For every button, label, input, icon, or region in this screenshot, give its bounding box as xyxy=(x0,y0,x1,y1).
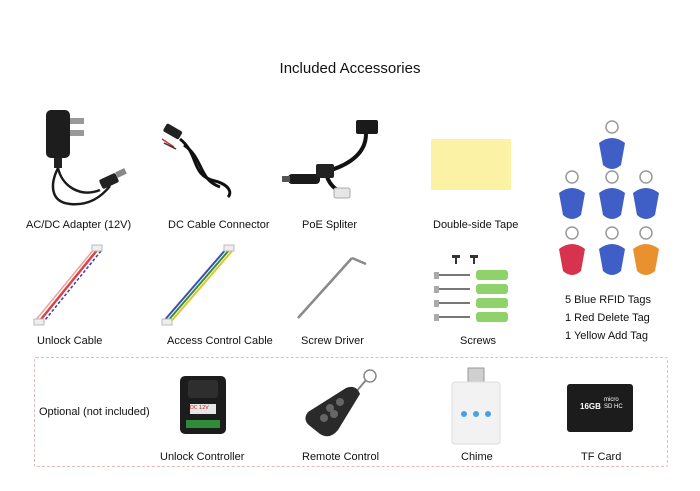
tf-card-image xyxy=(567,384,633,432)
rfid-blue-tags-text: 5 Blue RFID Tags xyxy=(565,294,652,306)
rfid-tags-image xyxy=(559,120,659,275)
dc-cable-connector-label: DC Cable Connector xyxy=(168,219,270,231)
double-side-tape-image xyxy=(431,139,511,190)
access-control-cable-label: Access Control Cable xyxy=(167,335,273,347)
chime-label: Chime xyxy=(461,451,493,463)
poe-splitter-label: PoE Spliter xyxy=(302,219,358,231)
optional-accessories-box xyxy=(34,357,668,467)
rfid-red-tag-text: 1 Red Delete Tag xyxy=(565,312,650,324)
tf-card-brand: micro SD HC xyxy=(604,397,623,410)
dc-cable-connector-image xyxy=(161,123,232,199)
screw-driver-label: Screw Driver xyxy=(301,335,364,347)
poe-splitter-image xyxy=(282,120,378,199)
controller-sticker-text: DC 12V xyxy=(190,405,209,411)
unlock-controller-label: Unlock Controller xyxy=(160,451,245,463)
page-title: Included Accessories xyxy=(279,60,421,77)
ac-dc-adapter-image xyxy=(46,110,127,206)
tf-card-label: TF Card xyxy=(581,451,622,463)
double-side-tape-label: Double-side Tape xyxy=(433,219,519,231)
remote-control-label: Remote Control xyxy=(302,451,380,463)
tf-card-capacity: 16GB xyxy=(580,402,601,411)
rfid-tags-description: 5 Blue RFID Tags 1 Red Delete Tag 1 Yell… xyxy=(565,291,651,345)
chime-image xyxy=(451,367,501,445)
rfid-yellow-tag-text: 1 Yellow Add Tag xyxy=(565,330,648,342)
unlock-cable-image xyxy=(33,244,103,326)
ac-dc-adapter-label: AC/DC Adapter (12V) xyxy=(26,219,132,231)
optional-label: Optional (not included) xyxy=(39,406,150,418)
screw-driver-image xyxy=(297,256,367,319)
unlock-controller-image xyxy=(180,376,226,434)
screws-image xyxy=(434,255,508,322)
unlock-cable-label: Unlock Cable xyxy=(37,335,103,347)
remote-control-image xyxy=(305,369,377,437)
screws-label: Screws xyxy=(460,335,497,347)
rfid-tag-icon xyxy=(599,120,625,169)
access-control-cable-image xyxy=(161,244,235,326)
